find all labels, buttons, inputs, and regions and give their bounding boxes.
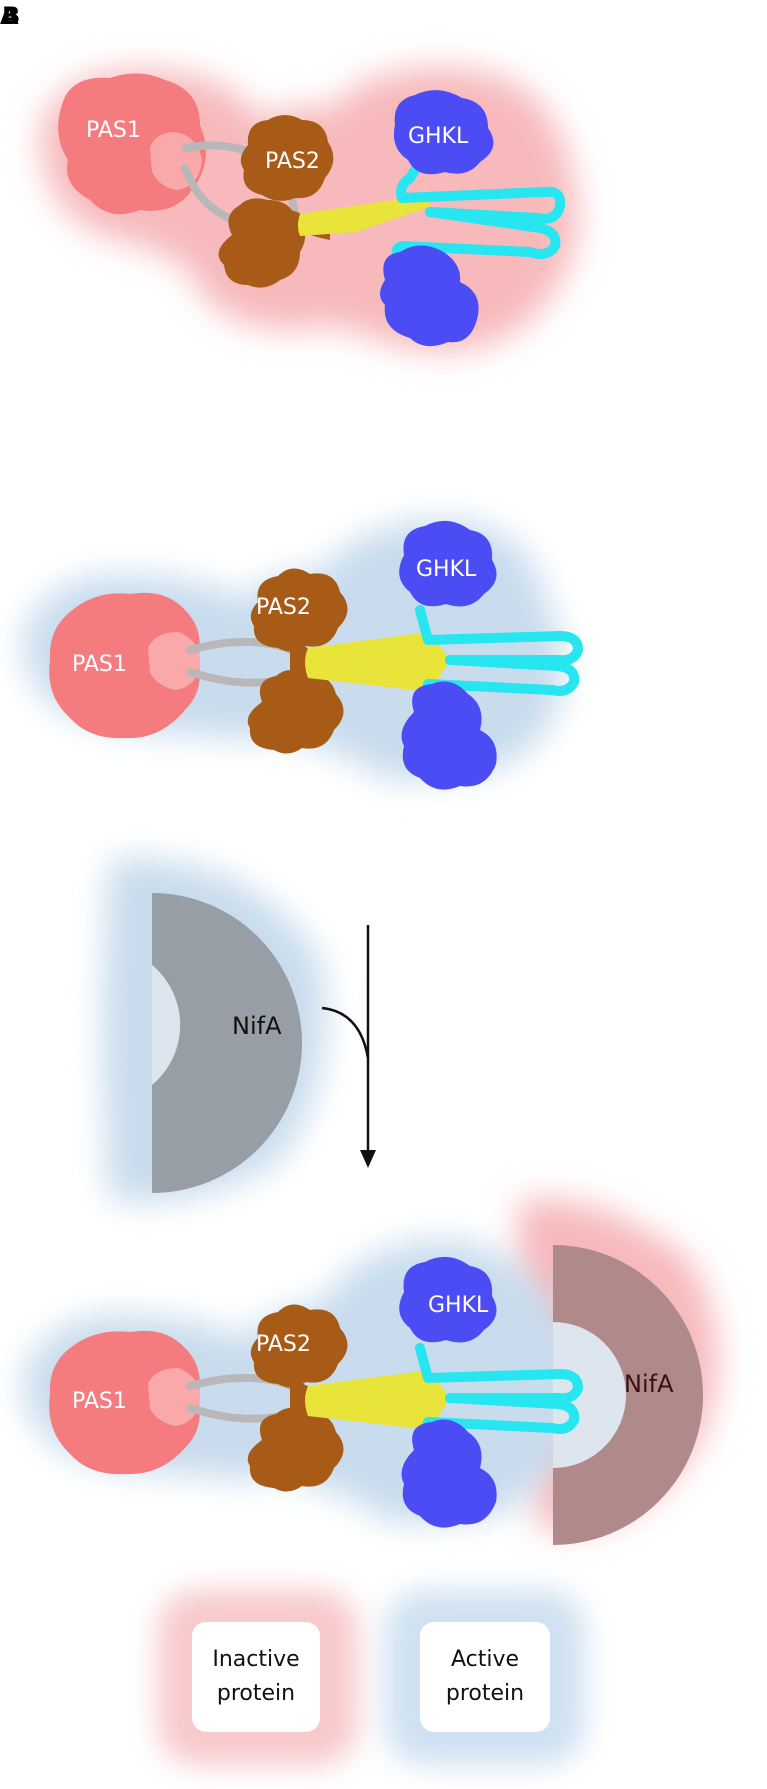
ghkl-label: GHKL bbox=[408, 124, 469, 149]
pas1-domain: PAS1 bbox=[49, 1330, 200, 1475]
signalling-helix bbox=[305, 632, 450, 692]
nifa-free-label: NifA bbox=[232, 1012, 282, 1040]
pas1-label: PAS1 bbox=[86, 118, 141, 143]
nifl-inactive-state: PAS1 PAS2 GHKL bbox=[40, 68, 578, 352]
legend-active-line1: Active bbox=[450, 1647, 520, 1672]
legend-active-box: Active protein bbox=[420, 1622, 550, 1732]
nifa-bound bbox=[553, 1245, 703, 1545]
pas2-label: PAS2 bbox=[256, 595, 311, 620]
ghkl-domain-lower bbox=[401, 1419, 497, 1528]
nifa-free bbox=[152, 893, 302, 1193]
ghkl-domain: GHKL bbox=[399, 520, 497, 607]
free-nifa-group: NifA bbox=[102, 859, 376, 1202]
ghkl-label: GHKL bbox=[416, 557, 477, 582]
nifl-active-state: PAS1 PAS2 GHKL bbox=[22, 520, 583, 790]
legend-inactive-line2: protein bbox=[216, 1681, 296, 1706]
nifl-nifa-complex: NifA PAS1 PAS2 GHKL bbox=[22, 1198, 718, 1545]
pas2-label: PAS2 bbox=[256, 1332, 311, 1357]
pas1-pocket bbox=[148, 1368, 200, 1426]
pas2-domain: PAS2 bbox=[247, 1304, 348, 1492]
ghkl-domain: GHKL bbox=[393, 90, 494, 175]
signalling-helix bbox=[298, 196, 432, 236]
nifa-free-pocket bbox=[152, 965, 181, 1085]
nifa-bound-pocket bbox=[553, 1322, 626, 1468]
pas2-domain: PAS2 bbox=[247, 568, 348, 754]
dhp-domain bbox=[415, 1343, 583, 1449]
pas2-label: PAS2 bbox=[265, 149, 320, 174]
pas1-label: PAS1 bbox=[72, 1389, 127, 1414]
ghkl-label: GHKL bbox=[428, 1293, 489, 1318]
pas1-label: PAS1 bbox=[72, 652, 127, 677]
legend-active-line2: protein bbox=[445, 1681, 525, 1706]
nifa-bound-label: NifA bbox=[624, 1370, 674, 1398]
pas1-pocket bbox=[148, 632, 200, 690]
pas1-domain: PAS1 bbox=[58, 73, 206, 215]
dhp-domain bbox=[415, 605, 583, 711]
panel-letter-b: B bbox=[2, 2, 20, 30]
signalling-helix bbox=[305, 1370, 450, 1430]
panel-letter-a: A bbox=[0, 2, 19, 30]
pas1-domain: PAS1 bbox=[49, 592, 200, 739]
ghkl-domain-lower bbox=[380, 245, 479, 347]
legend-inactive-line1: Inactive bbox=[212, 1647, 300, 1672]
legend-inactive-box: Inactive protein bbox=[192, 1622, 320, 1732]
ghkl-domain-lower bbox=[401, 681, 497, 790]
inhibition-arrow bbox=[321, 925, 376, 1168]
ghkl-domain: GHKL bbox=[399, 1256, 497, 1343]
